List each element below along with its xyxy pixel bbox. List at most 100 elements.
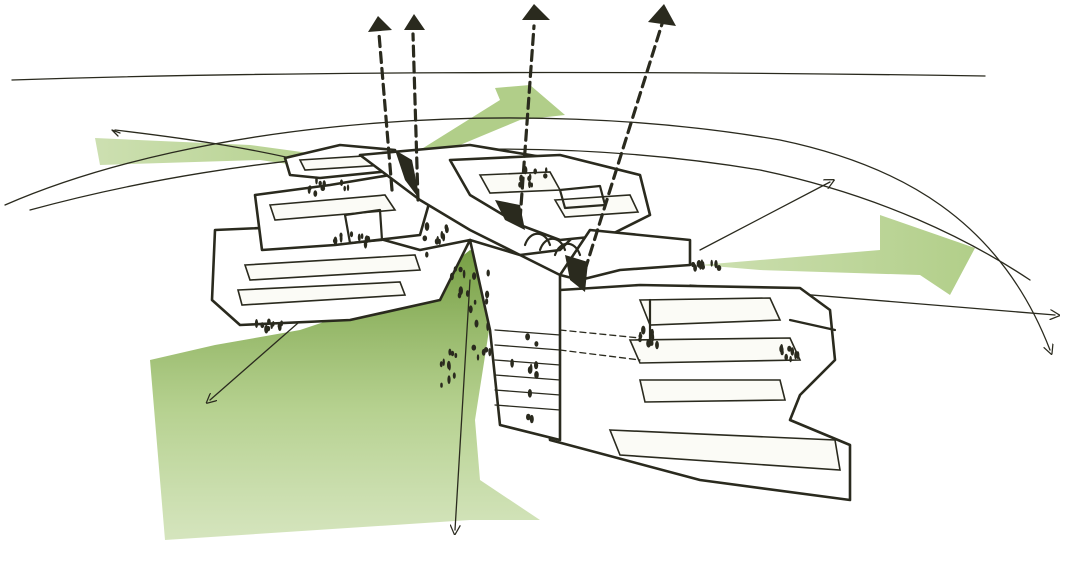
horizon-lines bbox=[4, 71, 1055, 530]
person-figure bbox=[485, 298, 489, 305]
person-figure bbox=[787, 345, 792, 352]
person-figure bbox=[439, 361, 443, 368]
person-figure bbox=[534, 371, 539, 379]
view-arrows bbox=[368, 4, 676, 272]
person-figure bbox=[445, 226, 449, 234]
view-arrow-1 bbox=[377, 32, 394, 192]
person-figure bbox=[641, 325, 646, 335]
person-figure bbox=[486, 269, 490, 277]
person-figure bbox=[458, 266, 463, 273]
person-figure bbox=[339, 179, 344, 186]
person-figure bbox=[528, 180, 532, 189]
person-figure bbox=[784, 353, 788, 361]
atrium-ribs bbox=[494, 329, 641, 411]
person-figure bbox=[277, 323, 282, 329]
person-figure bbox=[458, 286, 463, 296]
person-figure bbox=[468, 305, 473, 314]
person-figure bbox=[789, 355, 792, 363]
person-figure bbox=[272, 321, 275, 327]
person-figure bbox=[307, 185, 311, 194]
person-figure bbox=[318, 180, 322, 186]
void-1 bbox=[395, 150, 420, 200]
person-figure bbox=[349, 231, 354, 238]
person-figure bbox=[796, 351, 800, 360]
person-figure bbox=[473, 299, 477, 305]
person-figure bbox=[315, 176, 318, 185]
person-figure bbox=[453, 266, 458, 272]
person-figure bbox=[366, 235, 371, 243]
person-figure bbox=[450, 350, 455, 357]
person-figure bbox=[465, 290, 470, 297]
person-figure bbox=[527, 366, 533, 374]
person-figure bbox=[260, 322, 265, 329]
person-figure bbox=[313, 190, 318, 197]
person-figure bbox=[462, 269, 466, 279]
person-figure bbox=[485, 290, 490, 299]
person-figure bbox=[519, 174, 524, 183]
person-figure bbox=[440, 382, 443, 388]
person-figure bbox=[528, 173, 532, 181]
person-figure bbox=[486, 322, 489, 331]
person-figure bbox=[442, 358, 445, 366]
void-2 bbox=[495, 200, 525, 230]
person-figure bbox=[322, 180, 326, 188]
person-figure bbox=[471, 344, 477, 351]
person-figure bbox=[526, 413, 531, 421]
green-wedge-right bbox=[700, 215, 975, 295]
person-figure bbox=[518, 181, 522, 188]
view-arrow-4 bbox=[583, 22, 664, 272]
person-figure bbox=[716, 265, 722, 271]
person-figure bbox=[710, 259, 713, 267]
view-arrow-3 bbox=[518, 24, 536, 222]
person-figure bbox=[534, 361, 539, 370]
person-figure bbox=[357, 233, 361, 242]
person-figure bbox=[488, 348, 492, 357]
person-figure bbox=[333, 236, 338, 246]
person-figure bbox=[448, 348, 452, 356]
person-figure bbox=[646, 339, 651, 348]
person-figure bbox=[545, 167, 548, 174]
person-figure bbox=[530, 182, 533, 188]
person-figure bbox=[794, 351, 797, 360]
central-atrium bbox=[468, 238, 562, 442]
person-figure bbox=[452, 372, 456, 379]
person-figure bbox=[346, 184, 350, 191]
person-figure bbox=[254, 319, 259, 328]
person-figure bbox=[639, 331, 642, 339]
person-figure bbox=[700, 264, 706, 270]
person-figure bbox=[320, 185, 326, 191]
person-figure bbox=[343, 185, 347, 192]
view-arrow-2 bbox=[411, 32, 420, 202]
person-figure bbox=[529, 414, 534, 424]
person-figure bbox=[425, 251, 429, 258]
person-figure bbox=[339, 234, 343, 243]
person-figure bbox=[434, 238, 439, 245]
person-figure bbox=[267, 318, 271, 325]
person-figure bbox=[510, 358, 514, 368]
person-figure bbox=[474, 319, 479, 328]
person-figure bbox=[543, 173, 548, 179]
person-figure bbox=[693, 264, 697, 272]
green-wedge-front bbox=[150, 250, 540, 540]
person-figure bbox=[649, 329, 654, 337]
person-figure bbox=[449, 272, 454, 281]
building-complex bbox=[210, 143, 852, 502]
person-figure bbox=[790, 347, 795, 356]
person-figure bbox=[483, 347, 489, 353]
person-figure bbox=[472, 272, 477, 280]
void-3 bbox=[565, 255, 588, 292]
person-figure bbox=[476, 354, 480, 361]
person-figure bbox=[525, 333, 530, 341]
person-figure bbox=[447, 360, 451, 370]
person-figure bbox=[527, 389, 533, 398]
person-figure bbox=[422, 235, 428, 242]
person-figure bbox=[360, 233, 364, 240]
person-figure bbox=[714, 260, 718, 269]
person-figure bbox=[699, 262, 702, 270]
person-figure bbox=[780, 349, 784, 356]
person-figure bbox=[523, 166, 528, 175]
person-figure bbox=[533, 168, 537, 175]
person-figure bbox=[655, 340, 659, 350]
